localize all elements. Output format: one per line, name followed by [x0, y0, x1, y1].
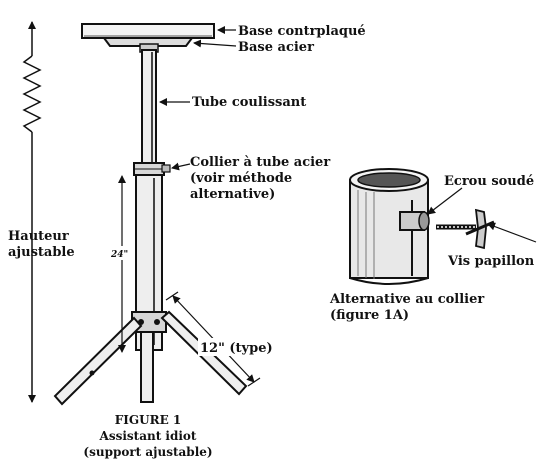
figure-subtitle: Assistant idiot	[99, 429, 197, 443]
figure-title: FIGURE 1	[115, 413, 182, 427]
leader-wing-screw	[487, 222, 537, 243]
label-weld-nut: Ecrou soudé	[444, 174, 534, 189]
label-height-2: ajustable	[8, 245, 75, 260]
label-collar-3: alternative)	[190, 187, 275, 202]
collar-screw	[161, 164, 171, 173]
label-wing-screw: Vis papillon	[447, 254, 535, 269]
label-collar-2: (voir méthode	[190, 171, 292, 186]
weld-nut-face	[418, 211, 430, 231]
alt-collar-bottom	[349, 277, 429, 285]
label-base-steel: Base acier	[238, 40, 314, 55]
leg-left	[53, 316, 143, 406]
dim-24-gap	[110, 246, 132, 260]
leader-steel	[193, 39, 237, 48]
steel-base	[102, 37, 194, 47]
hub-bolt-right	[154, 319, 160, 325]
dim-12-label: 12" (type)	[200, 341, 273, 356]
label-base-plywood: Base contrplaqué	[238, 24, 366, 39]
leg-left-pin	[89, 370, 95, 376]
label-alt-2: (figure 1A)	[330, 308, 409, 323]
figure-caption: (support ajustable)	[83, 445, 212, 459]
leg-center	[140, 331, 154, 403]
label-sliding-tube: Tube coulissant	[192, 95, 306, 110]
height-zigzag	[22, 55, 42, 133]
sliding-tube	[141, 49, 157, 166]
label-collar-1: Collier à tube acier	[190, 155, 330, 170]
leader-weld-nut	[427, 187, 463, 215]
label-height-1: Hauteur	[8, 229, 69, 244]
dim-12-tick-a	[165, 291, 179, 301]
label-alt-1: Alternative au collier	[329, 292, 484, 307]
leader-collar	[171, 162, 191, 171]
dim-12-gap	[198, 338, 280, 356]
alt-collar-opening	[357, 172, 421, 188]
dim-24-label: 24"	[110, 250, 128, 260]
